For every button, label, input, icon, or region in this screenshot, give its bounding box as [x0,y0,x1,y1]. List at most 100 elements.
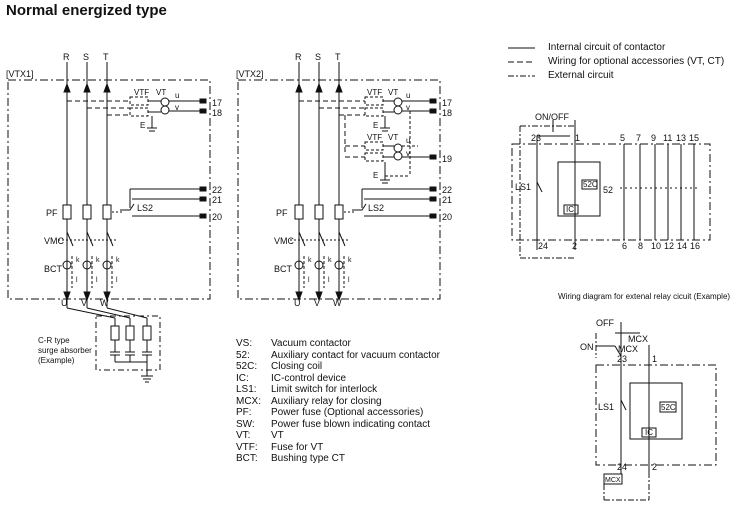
ctrl-top-23: 23 [531,133,541,143]
line-legend [508,47,535,77]
vtx2-e-2: E [373,171,378,180]
abbreviation-list: VS:Vacuum contactor 52:Auxiliary contact… [236,338,440,464]
ctrl-52c: 52C [583,180,598,189]
vtx2-t21: 21 [442,195,452,205]
relay-ic: IC [645,428,653,437]
vtx1-t17: 17 [212,98,222,108]
vtx1-u: u [175,91,179,100]
vtx1-vmc: VMC [44,236,65,246]
vtx2-vtf-2: VTF [367,133,382,142]
vtx2-bct: BCT [274,264,293,274]
vtx2-phase-r: R [295,52,302,62]
vtx2-v-2: v [406,149,410,158]
legend-optional: Wiring for optional accessories (VT, CT) [548,56,725,67]
vtx1-k2: k [96,257,100,264]
ctrl-top-13: 13 [676,133,686,143]
relay-t1: 1 [652,354,657,364]
vtx2-l3: l [348,277,350,284]
ctrl-top-11: 11 [663,133,672,143]
ctrl-top-15: 15 [689,133,699,143]
ctrl-bot-10: 10 [651,241,661,251]
vtx2-vt: VT [388,88,398,97]
surge-caption-1: C-R type [38,336,70,345]
legend-internal: Internal circuit of contactor [548,42,666,53]
ctrl-top-7: 7 [636,133,641,143]
vtx1-v: v [175,103,179,112]
vtx2-t20: 20 [442,212,452,222]
relay-mcx-2: MCX [618,344,638,354]
page-title: Normal energized type [6,2,167,19]
ctrl-bot-2: 2 [572,241,577,251]
ctrl-bot-6: 6 [622,241,627,251]
surge-caption-2: surge absorber [38,346,92,355]
vtx1-k3: k [116,257,120,264]
vtx2-vmc: VMC [274,236,295,246]
vtx1-out-u: U [61,298,68,308]
vtx2-ls2: LS2 [368,203,384,213]
control-diagram [511,120,711,259]
vtx1-vtf: VTF [134,88,149,97]
vtx1-diagram [7,62,211,302]
vtx1-t20: 20 [212,212,222,222]
ctrl-bot-14: 14 [677,241,687,251]
vtx2-t19: 19 [442,154,452,164]
ctrl-bot-24: 24 [538,241,548,251]
vtx2-t18: 18 [442,108,452,118]
vtx1-phase-r: R [63,52,70,62]
vtx1-pf: PF [46,208,58,218]
vtx2-l2: l [328,277,330,284]
relay-t2: 2 [652,462,657,472]
vtx2-pf: PF [276,208,288,218]
relay-mcx-1: MCX [628,334,648,344]
relay-diagram [595,322,717,501]
vtx1-k1: k [76,257,80,264]
relay-off: OFF [596,318,614,328]
control-onoff: ON/OFF [535,112,569,122]
ctrl-52: 52 [603,185,613,195]
vtx2-out-u: U [294,298,301,308]
vtx1-phase-t: T [103,52,109,62]
relay-caption: Wiring diagram for extenal relay cicuit … [558,292,731,301]
vtx2-v: v [406,103,410,112]
vtx1-out-w: W [100,298,109,308]
surge-absorber [66,300,161,383]
vtx1-vt: VT [156,88,166,97]
vtx1-l2: l [96,277,98,284]
ctrl-top-5: 5 [620,133,625,143]
surge-caption-3: (Example) [38,356,75,365]
vtx1-t18: 18 [212,108,222,118]
vtx1-e: E [140,121,145,130]
relay-ls1: LS1 [598,402,614,412]
vtx1-phase-s: S [83,52,89,62]
vtx1-t22: 22 [212,185,222,195]
ctrl-bot-12: 12 [664,241,674,251]
vtx2-t17: 17 [442,98,452,108]
ctrl-bot-8: 8 [638,241,643,251]
relay-t23: 23 [617,354,627,364]
vtx2-vtf: VTF [367,88,382,97]
relay-on: ON [580,342,594,352]
ctrl-bot-16: 16 [690,241,700,251]
ctrl-top-9: 9 [651,133,656,143]
vtx2-t22: 22 [442,185,452,195]
vtx1-t21: 21 [212,195,222,205]
vtx2-l1: l [308,277,310,284]
ctrl-ic: IC [566,205,574,214]
vtx1-enclosure [7,79,211,300]
ctrl-top-1: 1 [575,133,580,143]
relay-mcx-box: MCX [605,477,621,484]
vtx1-l3: l [116,277,118,284]
relay-t24: 24 [617,462,627,472]
vtx2-k3: k [348,257,352,264]
vtx2-e: E [373,121,378,130]
relay-52c: 52C [661,403,676,412]
ctrl-ls1: LS1 [515,182,531,192]
vtx1-l1: l [76,277,78,284]
vtx1-tag: [VTX1] [6,69,34,79]
vtx2-u: u [406,91,410,100]
vtx1-out-v: V [81,298,87,308]
vtx2-tag: [VTX2] [236,69,264,79]
vtx2-vt-2: VT [388,133,398,142]
vtx2-out-v: V [314,298,320,308]
